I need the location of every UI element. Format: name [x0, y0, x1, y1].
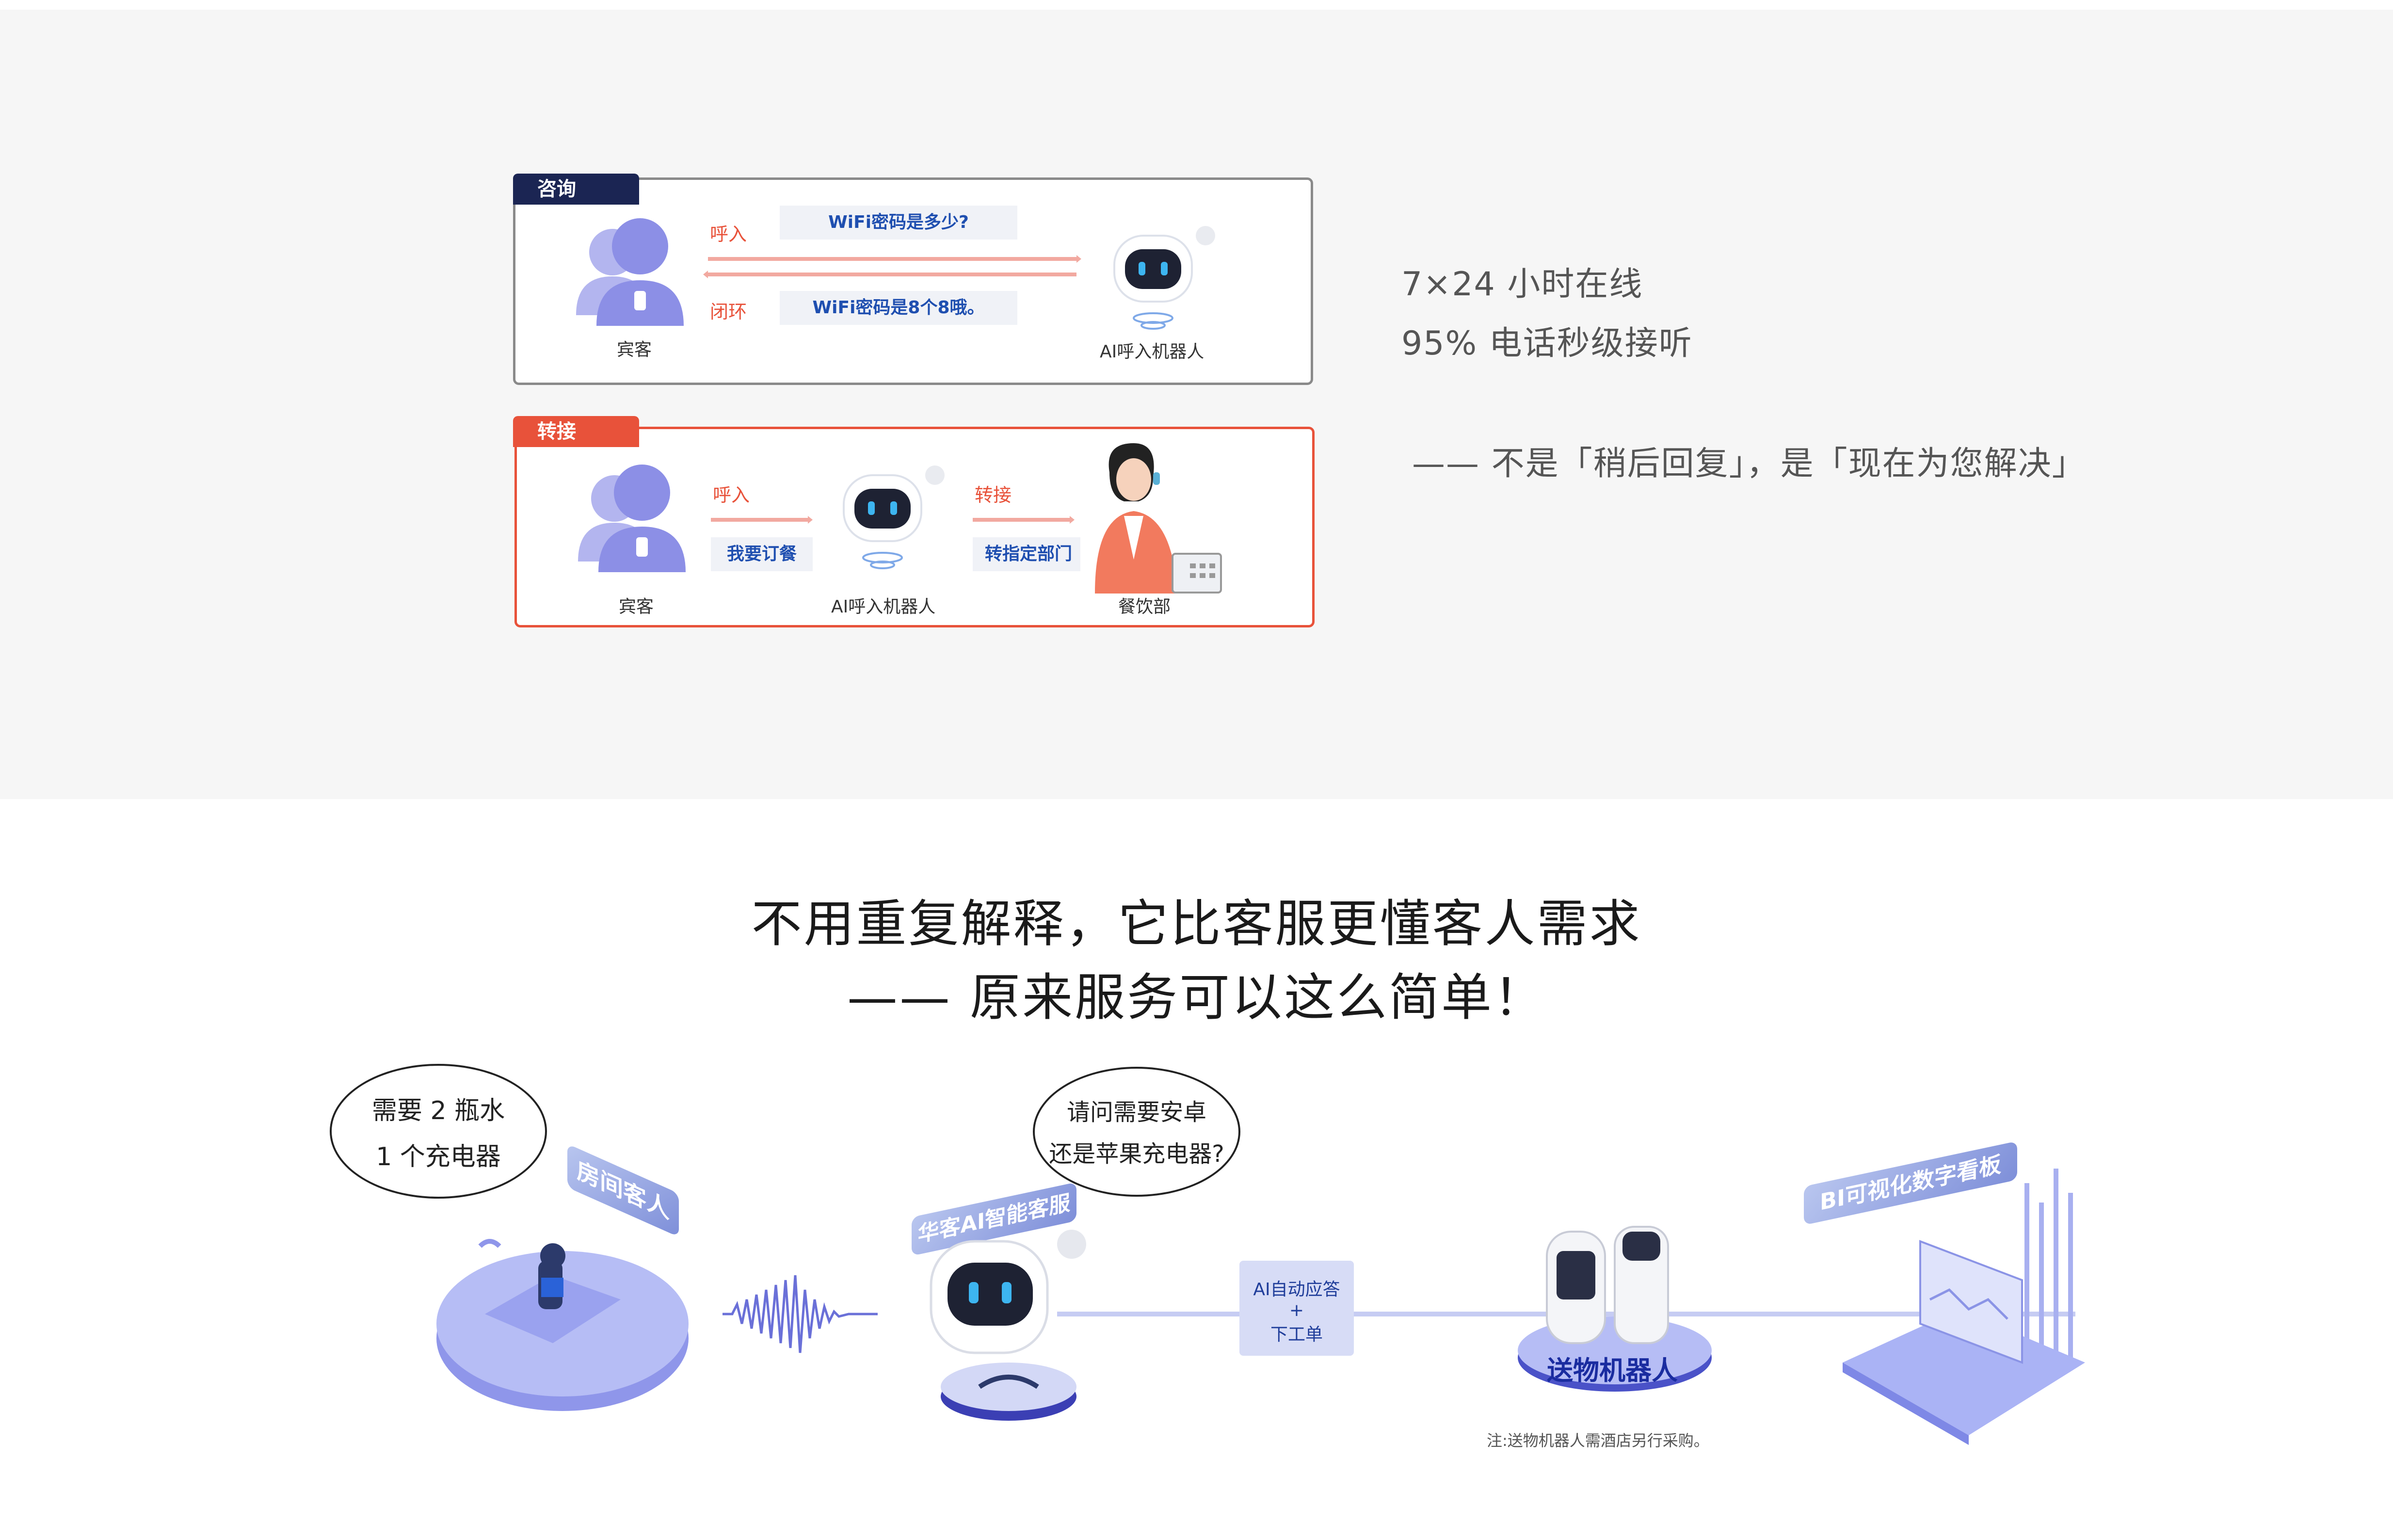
- ai-auto-response-box: AI自动应答 + 下工单: [1239, 1261, 1354, 1356]
- transfer-arrow-1: [711, 516, 813, 524]
- transfer-call-in-label: 呼入: [713, 484, 750, 506]
- ai-speech-bubble: 请问需要安卓 还是苹果充电器?: [1033, 1067, 1240, 1197]
- delivery-note: 注:送物机器人需酒店另行采购。: [1487, 1431, 1709, 1450]
- ai-speech-line-1: 请问需要安卓: [1066, 1099, 1206, 1126]
- feature-tagline: —— 不是「稍后回复」，是「现在为您解决」: [1412, 445, 2086, 483]
- bi-dashboard-illustration: [1843, 1169, 2085, 1445]
- transfer-request: 我要订餐: [726, 544, 797, 564]
- guest-speech-bubble: 需要 2 瓶水 1 个充电器: [330, 1064, 547, 1199]
- top-section-background: [0, 10, 2393, 799]
- feature-line-1: 7×24 小时在线: [1401, 265, 1643, 304]
- consult-answer: WiFi密码是8个8哦。: [812, 298, 985, 318]
- transfer-tag: 转接: [513, 416, 639, 447]
- guest-speech-line-2: 1 个充电器: [376, 1142, 501, 1171]
- auto-box-line-1: AI自动应答: [1253, 1280, 1340, 1299]
- consult-guest-label: 宾客: [617, 340, 652, 360]
- consult-robot-label: AI呼入机器人: [1100, 342, 1205, 362]
- transfer-target: 转指定部门: [984, 544, 1072, 564]
- transfer-robot-label: AI呼入机器人: [831, 597, 936, 617]
- voice-wave: [723, 1275, 878, 1353]
- delivery-robot-illustration: [1518, 1226, 1712, 1392]
- transfer-guest-label: 宾客: [619, 597, 654, 617]
- guest-room-illustration: [436, 1239, 689, 1411]
- consult-close-label: 闭环: [710, 301, 747, 322]
- consult-call-in-label: 呼入: [710, 224, 747, 245]
- robot-icon: [843, 465, 945, 569]
- section-heading-line-2: —— 原来服务可以这么简单！: [847, 968, 1546, 1027]
- feature-line-2: 95% 电话秒级接听: [1401, 324, 1693, 363]
- delivery-robot-label: 送物机器人: [1547, 1355, 1678, 1386]
- guest-icon: [578, 465, 686, 572]
- section-heading-line-1: 不用重复解释，它比客服更懂客人需求: [751, 894, 1642, 953]
- guest-icon: [576, 218, 684, 326]
- robot-icon: [930, 1230, 1086, 1421]
- consult-arrows: [703, 255, 1081, 278]
- transfer-arrow-2: [973, 516, 1075, 524]
- guest-speech-line-1: 需要 2 瓶水: [371, 1096, 505, 1125]
- robot-icon: [1113, 226, 1215, 330]
- auto-box-line-3: 下工单: [1270, 1325, 1323, 1345]
- ai-speech-line-2: 还是苹果充电器?: [1049, 1140, 1224, 1168]
- auto-box-line-2: +: [1289, 1300, 1304, 1320]
- consult-question-bar: WiFi密码是多少?: [780, 206, 1017, 240]
- consult-answer-bar: WiFi密码是8个8哦。: [780, 291, 1017, 325]
- consult-question: WiFi密码是多少?: [828, 212, 969, 232]
- consult-tag: 咨询: [513, 174, 639, 205]
- transfer-target-bar: 转指定部门: [973, 537, 1084, 571]
- staff-woman-illustration: [1080, 438, 1222, 594]
- transfer-transfer-label: 转接: [975, 484, 1012, 506]
- transfer-request-bar: 我要订餐: [711, 537, 813, 571]
- transfer-dept-label: 餐饮部: [1118, 597, 1171, 617]
